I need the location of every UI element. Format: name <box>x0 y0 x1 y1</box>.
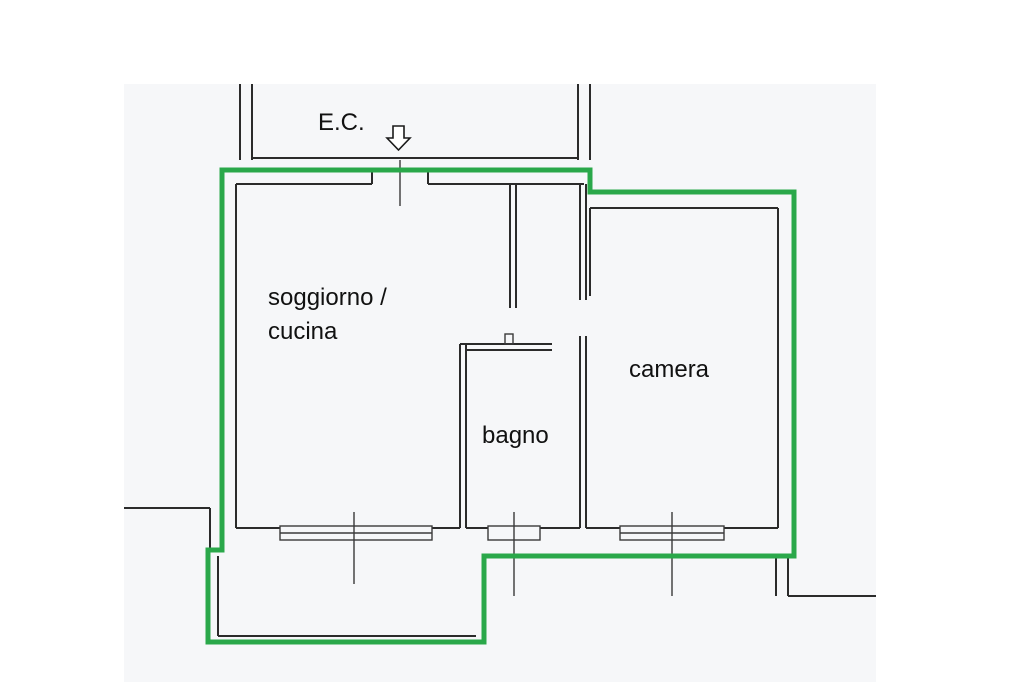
apartment-walls <box>217 170 779 637</box>
room-label-bedroom: camera <box>629 356 710 383</box>
neighbour-walls <box>124 507 876 597</box>
entrance-label: E.C. <box>318 109 365 136</box>
entrance-arrow-icon <box>385 125 412 152</box>
room-label-bathroom: bagno <box>482 422 549 449</box>
unit-boundary-outline <box>205 167 797 645</box>
room-label-living-line1: soggiorno / <box>268 284 387 311</box>
upper-corridor-walls <box>239 84 591 160</box>
room-label-living-line2: cucina <box>268 318 338 345</box>
